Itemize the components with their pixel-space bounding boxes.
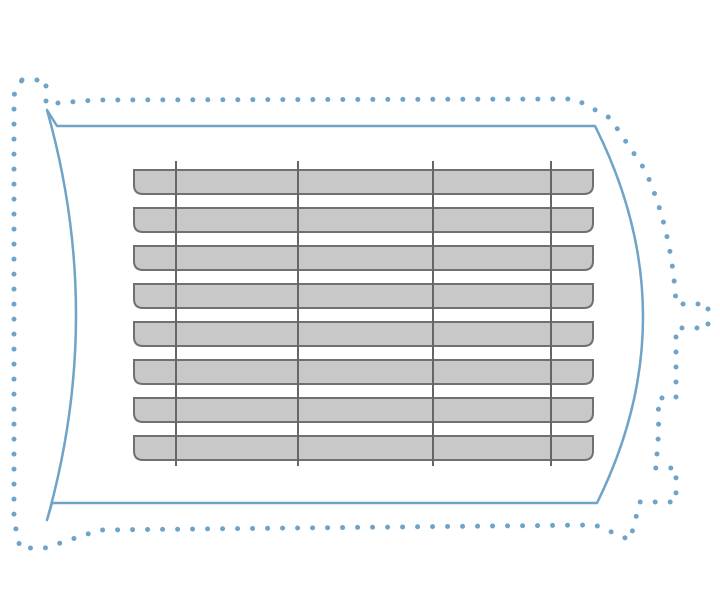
- exchanger-frame-outline: [45, 108, 645, 522]
- support-ribs: [175, 161, 552, 466]
- dotted-boundary-outline: [11, 77, 711, 551]
- tube-bar: [133, 245, 594, 271]
- tube-bars: [133, 169, 594, 461]
- tube-bar: [133, 283, 594, 309]
- tube-bar: [133, 359, 594, 385]
- tube-bar: [133, 169, 594, 195]
- tube-bar: [133, 207, 594, 233]
- tube-bar: [133, 397, 594, 423]
- tube-bar: [133, 321, 594, 347]
- tube-bar: [133, 435, 594, 461]
